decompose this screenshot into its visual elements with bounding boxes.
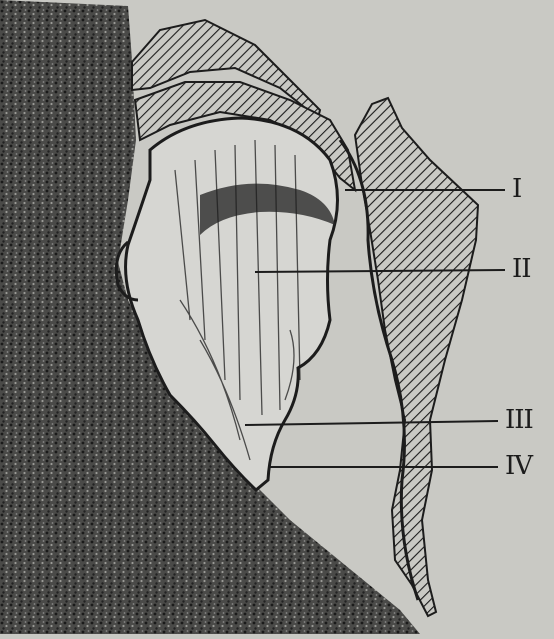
label-1: I	[512, 176, 521, 202]
label-3: III	[505, 407, 533, 433]
hatched-tissue-right	[355, 98, 478, 616]
label-4: IV	[505, 453, 532, 479]
label-2: II	[512, 256, 531, 282]
